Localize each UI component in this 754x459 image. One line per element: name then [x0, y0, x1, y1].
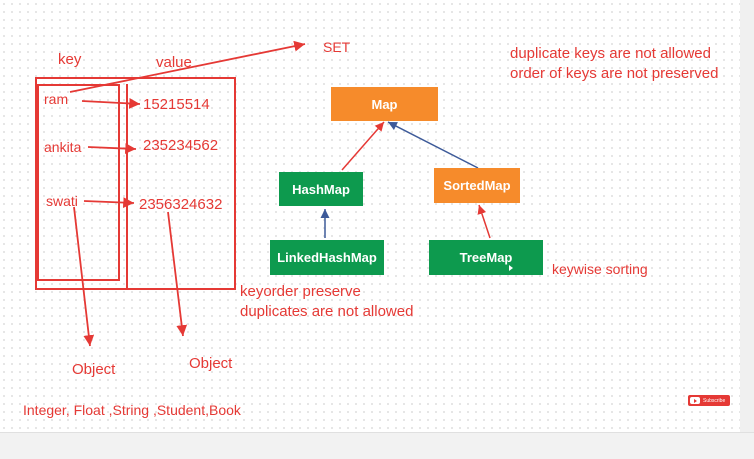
subscribe-button[interactable]: Subscribe [688, 395, 730, 406]
object-label-right: Object [189, 355, 233, 372]
whiteboard [0, 0, 740, 432]
hashmap-box: HashMap [279, 172, 363, 206]
key-object-arrow [73, 206, 95, 347]
key-ankita: ankita [44, 139, 82, 155]
key-label: key [58, 51, 82, 68]
sortedmap-box: SortedMap [434, 168, 520, 203]
ram-arrow [81, 98, 141, 109]
value-object-arrow [167, 211, 188, 337]
note-keyorder-preserve: keyorder preserve [240, 283, 361, 300]
sortedmap-to-map-arrow [387, 121, 479, 169]
key-set-box [37, 84, 120, 281]
right-scroll-strip [740, 0, 754, 432]
key-ram: ram [44, 91, 69, 107]
value-label: value [156, 54, 192, 71]
mouse-cursor-icon [509, 265, 513, 271]
bottom-bar [0, 432, 754, 459]
note-duplicate-keys: duplicate keys are not allowed [510, 45, 711, 62]
set-arrow [69, 40, 306, 93]
note-order-keys: order of keys are not preserved [510, 65, 719, 82]
map-box: Map [331, 87, 438, 121]
value-ram: 15215514 [143, 96, 210, 113]
value-swati: 2356324632 [139, 196, 223, 213]
note-duplicates-not-allowed: duplicates are not allowed [240, 303, 414, 320]
value-ankita: 235234562 [143, 137, 219, 154]
swati-arrow [83, 197, 135, 208]
object-label-left: Object [72, 361, 116, 378]
subscribe-label: Subscribe [703, 397, 726, 404]
treemap-to-sortedmap-arrow [477, 204, 491, 239]
treemap-box: TreeMap [429, 240, 543, 275]
linkedhashmap-box: LinkedHashMap [270, 240, 384, 275]
hashmap-to-map-arrow [341, 121, 385, 171]
types-list: Integer, Float ,String ,Student,Book [23, 402, 241, 418]
note-keywise-sorting: keywise sorting [552, 261, 648, 277]
ankita-arrow [87, 143, 137, 154]
set-label: SET [323, 39, 351, 55]
key-swati: swati [46, 193, 78, 209]
youtube-play-icon [690, 397, 700, 404]
